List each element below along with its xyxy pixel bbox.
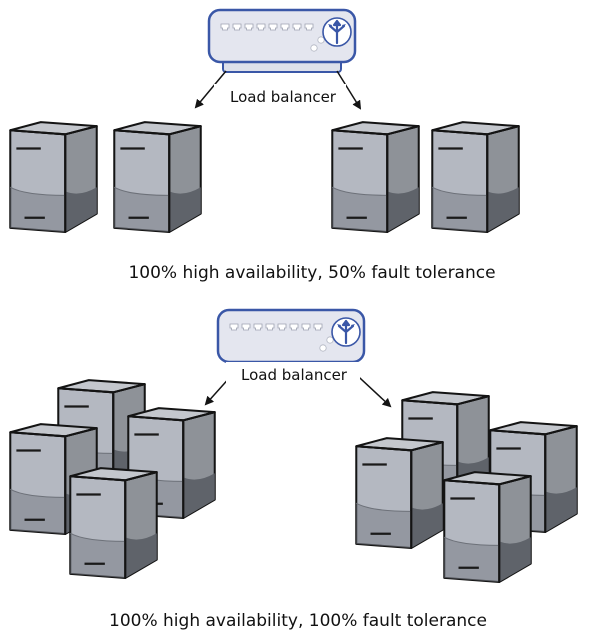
server-icon bbox=[443, 470, 532, 584]
caption: 100% high availability, 50% fault tolera… bbox=[128, 263, 495, 283]
caption: 100% high availability, 100% fault toler… bbox=[109, 611, 487, 631]
server-group-left bbox=[9, 120, 202, 234]
server-cluster-right bbox=[355, 390, 578, 584]
server-icon bbox=[431, 120, 520, 234]
server-icon bbox=[9, 120, 98, 234]
server-icon bbox=[355, 436, 444, 550]
server-group-right bbox=[331, 120, 520, 234]
load-balancer-icon bbox=[207, 8, 357, 74]
server-icon bbox=[69, 466, 158, 580]
server-icon bbox=[113, 120, 202, 234]
diagram-1: Load balancer 100% high availability, 50… bbox=[9, 8, 520, 283]
server-cluster-left bbox=[9, 378, 216, 580]
load-balancer-label: Load balancer bbox=[241, 366, 348, 384]
arrow-left bbox=[194, 70, 227, 109]
load-balancer-label: Load balancer bbox=[230, 88, 337, 106]
diagram-2: Load balancer 100% high availability, 10… bbox=[9, 308, 578, 631]
server-icon bbox=[331, 120, 420, 234]
arrow-right bbox=[336, 70, 362, 110]
